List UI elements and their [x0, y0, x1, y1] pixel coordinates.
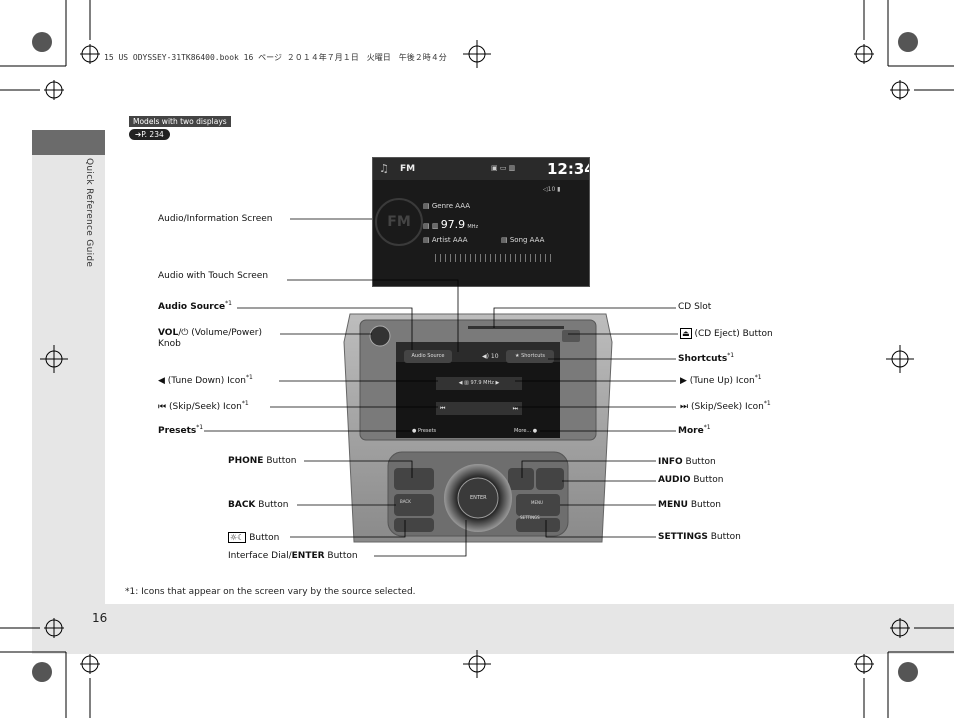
eject-icon: ⏏ [680, 328, 692, 339]
models-tag: Models with two displays [129, 116, 231, 127]
more-button[interactable]: More... ● [514, 428, 538, 434]
label-audio-info-screen: Audio/Information Screen [158, 214, 273, 224]
page-number: 16 [92, 611, 108, 625]
frequency-line: ▤ ▥ 97.9 MHz [423, 218, 479, 231]
label-info-button: INFO Button [658, 457, 716, 467]
label-menu-button: MENU Button [658, 500, 721, 510]
tune-bar: ◀ ▥ 97.9 MHz ▶ [436, 377, 522, 390]
screen-source: FM [400, 164, 416, 174]
seek-forward-icon[interactable]: ⏭ [512, 405, 518, 412]
label-day-night-button: ☼☾ Button [228, 532, 280, 543]
enter-button[interactable]: ENTER [470, 495, 487, 501]
skip-forward-icon: ⏭ [680, 402, 689, 412]
label-skip-seek-right: ⏭ (Skip/Seek) Icon*1 [680, 400, 771, 413]
presets-button[interactable]: ● Presets [412, 428, 437, 434]
label-cd-slot: CD Slot [678, 302, 712, 312]
screen-clock: 12:34 [547, 160, 590, 178]
section-tab [32, 130, 105, 155]
label-skip-seek-left: ⏮ (Skip/Seek) Icon*1 [158, 400, 249, 413]
label-settings-button: SETTINGS Button [658, 532, 741, 542]
label-back-button: BACK Button [228, 500, 289, 510]
settings-button[interactable]: SETTINGS [520, 515, 540, 520]
touch-volume: ◀) 10 [482, 353, 499, 360]
artist-line: ▤ Artist AAA [423, 236, 468, 244]
print-header-line: 15 US ODYSSEY-31TK86400.book 16 ページ ２０１４… [104, 53, 447, 62]
fm-logo-icon: FM [375, 198, 423, 246]
label-audio-button: AUDIO Button [658, 475, 724, 485]
power-icon: ⏻ [181, 328, 189, 338]
shortcuts-button[interactable]: ★ Shortcuts [506, 350, 554, 363]
audio-information-screen: ♫ FM ▣ ▭ ▥ 12:34 ◁10 ▮ FM ▤ Genre AAA ▤ … [372, 157, 590, 287]
label-cd-eject: ⏏ (CD Eject) Button [680, 328, 773, 339]
skip-back-icon: ⏮ [158, 402, 167, 412]
tune-up-icon: ▶ [680, 376, 687, 386]
arrow-icon: ➔ [135, 130, 142, 139]
screen-header [373, 158, 589, 180]
screen-volume: ◁10 ▮ [543, 186, 561, 193]
menu-button[interactable]: MENU [531, 500, 543, 505]
page-reference[interactable]: ➔P. 234 [129, 129, 170, 140]
music-note-icon: ♫ [379, 162, 389, 175]
label-tune-down: ◀ (Tune Down) Icon*1 [158, 374, 253, 387]
label-audio-source: Audio Source*1 [158, 300, 232, 313]
label-vol-knob: VOL/⏻ (Volume/Power)Knob [158, 328, 262, 349]
day-night-icon: ☼☾ [228, 532, 247, 543]
tuning-scale [435, 254, 555, 262]
status-icons: ▣ ▭ ▥ [491, 164, 516, 172]
genre-line: ▤ Genre AAA [423, 202, 471, 210]
label-shortcuts: Shortcuts*1 [678, 352, 735, 365]
label-interface-dial: Interface Dial/ENTER Button [228, 551, 358, 561]
back-button[interactable]: BACK [400, 499, 411, 504]
label-phone-button: PHONE Button [228, 456, 297, 466]
label-audio-touch-screen: Audio with Touch Screen [158, 271, 269, 281]
audio-source-button[interactable]: Audio Source [404, 350, 452, 363]
tune-down-icon[interactable]: ◀ [458, 380, 463, 386]
song-line: ▤ Song AAA [501, 236, 545, 244]
footnote: *1: Icons that appear on the screen vary… [125, 587, 416, 597]
seek-back-icon[interactable]: ⏮ [440, 405, 446, 412]
label-more: More*1 [678, 424, 711, 437]
label-tune-up: ▶ (Tune Up) Icon*1 [680, 374, 762, 387]
seek-bar: ⏮⏭ [436, 402, 522, 415]
label-presets: Presets*1 [158, 424, 204, 437]
tune-down-icon: ◀ [158, 376, 165, 386]
tune-up-icon[interactable]: ▶ [495, 380, 500, 386]
